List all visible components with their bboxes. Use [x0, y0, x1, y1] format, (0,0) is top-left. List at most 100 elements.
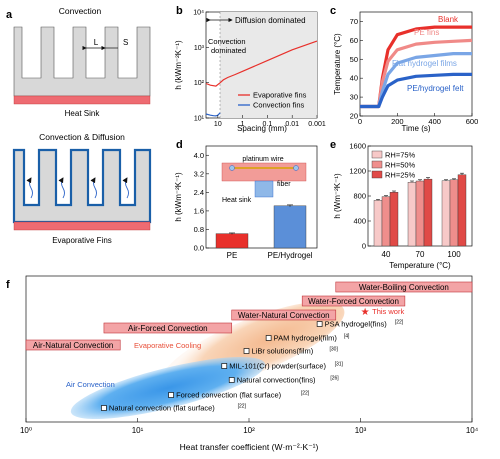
b-diffusion-shade [220, 12, 317, 118]
b-legend-label-1: Convection fins [253, 101, 305, 110]
bottom-fins-shape [12, 148, 152, 224]
e-category-label-0: 40 [382, 250, 391, 259]
e-bar-0-1 [381, 196, 391, 247]
f-point-marker-4 [228, 377, 235, 383]
f-point-label-6: Natural convection (flat surface) [109, 404, 215, 413]
f-range-label-1: Water-Forced Convection [308, 297, 399, 306]
e-bar-2-0 [441, 180, 451, 247]
e-bar-2-1 [449, 179, 459, 247]
f-point-marker-3 [221, 363, 228, 369]
d-ytick-label-5: 4.0 [194, 151, 204, 160]
d-ticks: 0.00.81.62.43.24.0 [194, 151, 209, 253]
f-xtick-label-0: 10⁰ [20, 426, 32, 435]
f-point-label-4: Natural convection(fins) [237, 376, 316, 385]
a-top-title: Convection [59, 6, 102, 16]
bottom-base [13, 221, 151, 231]
e-legend-label-0: RH=75% [385, 151, 416, 160]
f-range-bar-3 [103, 322, 233, 334]
e-bar-1-2 [423, 178, 433, 247]
b-xtick-label-1: 1 [241, 121, 245, 128]
f-xtick-label-2: 10² [243, 426, 255, 435]
panel-letter-a: a [6, 9, 13, 21]
e-category-label-2: 100 [447, 250, 461, 259]
e-ytick-label-1: 400 [353, 217, 366, 226]
f-point-ref-0: [22] [395, 320, 404, 326]
f-point-label-3: MIL-101(Cr) powder(surface) [229, 362, 326, 371]
f-range-bar-1 [301, 295, 406, 307]
f-range-label-3: Air-Forced Convection [128, 324, 208, 333]
panel-b: b Diffusion dominated Convection dominat… [174, 5, 326, 133]
f-region-air [70, 356, 266, 420]
d-inset-fiber-label: fiber [277, 181, 291, 188]
f-region-air-label: Air Convection [66, 380, 115, 389]
f-point-label-0: PSA hydrogel(fins) [325, 320, 388, 329]
b-ylabel: h (kWm⁻²K⁻¹) [174, 40, 183, 90]
f-xtick-label-4: 10⁴ [466, 426, 479, 435]
e-legend-swatch-0 [371, 150, 383, 159]
c-xtick-label-3: 600 [466, 117, 479, 126]
c-ytick-label-0: 20 [350, 112, 358, 121]
b-xtick-label-3: 0.01 [285, 121, 299, 128]
d-ylabel: h (kWm⁻²K⁻¹) [174, 172, 183, 222]
a-bottom-title: Convection & Diffusion [39, 132, 125, 142]
d-inset-heater [221, 162, 307, 182]
f-xtick-label-1: 10¹ [132, 426, 144, 435]
panel-letter-f: f [6, 279, 10, 291]
e-legend-swatch-1 [371, 160, 383, 169]
d-ytick-label-2: 1.6 [194, 206, 204, 215]
b-region-diffusion: Diffusion dominated [235, 16, 306, 25]
e-bar-1-1 [415, 180, 425, 247]
e-legend-label-1: RH=50% [385, 161, 416, 170]
f-points: PSA hydrogel(fins)[22]PAM hydrogel(film)… [101, 307, 404, 413]
c-ytick-label-4: 60 [350, 36, 358, 45]
c-xtick-label-0: 0 [358, 117, 362, 126]
dim-S-label: S [123, 38, 128, 47]
c-ytick-label-5: 70 [350, 17, 358, 26]
e-marks: 40 70 100 [373, 172, 467, 259]
e-ytick-label-0: 0 [362, 242, 366, 251]
b-ytick-label-0: 10¹ [194, 116, 205, 123]
f-point-ref-3: [31] [335, 362, 344, 368]
f-point-marker-5 [168, 392, 174, 398]
b-ytick-label-1: 10² [194, 80, 205, 87]
b-legend-label-0: Evaporative fins [253, 91, 307, 100]
b-xtick-label-0: 10 [214, 121, 222, 128]
vapor-arrows [26, 177, 129, 199]
e-xlabel: Temperature (°C) [389, 261, 451, 270]
d-ytick-label-0: 0.0 [194, 244, 204, 253]
e-ytick-label-3: 1200 [349, 167, 366, 176]
d-category-label-0: PE [227, 251, 238, 260]
e-category-label-1: 70 [416, 250, 425, 259]
c-series-line-3 [360, 72, 472, 109]
c-xlabel: Time (s) [401, 124, 430, 133]
panel-letter-d: d [176, 139, 183, 151]
f-point-label-5: Forced convection (flat surface) [176, 391, 282, 400]
b-marks [205, 40, 318, 117]
f-point-label-2: LiBr solutions(film) [252, 347, 314, 356]
c-series-label-1: PE fins [414, 28, 439, 37]
panel-letter-c: c [330, 5, 336, 17]
panel-letter-e: e [330, 139, 336, 151]
f-range-label-2: Water-Natural Convection [238, 311, 330, 320]
c-xtick-label-2: 400 [428, 117, 441, 126]
c-ytick-label-3: 50 [350, 55, 358, 64]
f-point-ref-6: [22] [238, 404, 247, 410]
d-ytick-label-4: 3.2 [194, 169, 204, 178]
c-marks [360, 25, 473, 109]
f-point-marker-0 [316, 321, 323, 327]
f-range-label-4: Air-Natural Convection [33, 341, 113, 350]
e-ylabel: h (Wm⁻²K⁻¹) [333, 173, 342, 219]
a-evap-fins-label: Evaporative Fins [52, 236, 112, 245]
b-series-line-0 [205, 40, 318, 87]
c-ytick-label-1: 30 [350, 93, 358, 102]
c-xtick-label-1: 200 [391, 117, 404, 126]
